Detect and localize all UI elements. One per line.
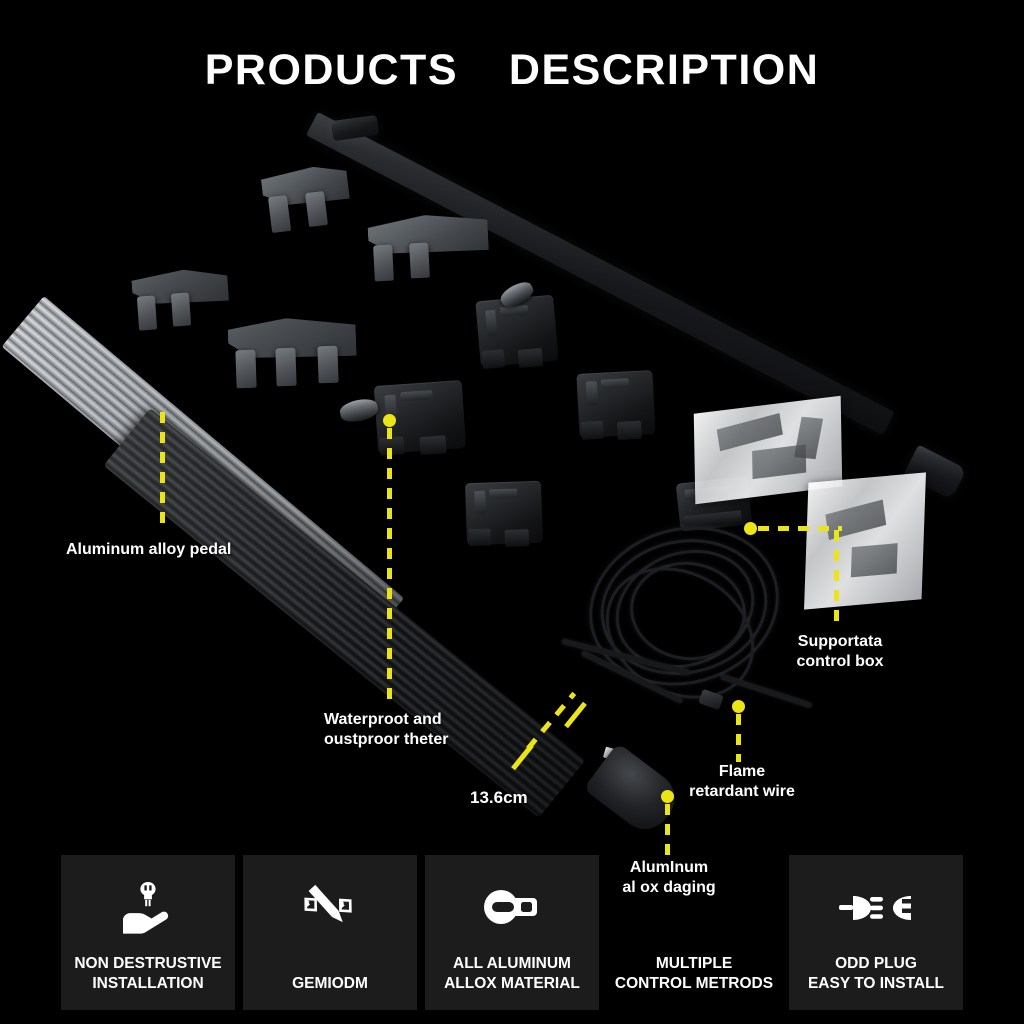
bracket-tab-8 bbox=[275, 347, 297, 387]
plug-socket-icon bbox=[837, 877, 915, 939]
callout-line-aluminum-oxidation bbox=[665, 804, 670, 856]
callout-line-waterproof-motor bbox=[387, 428, 392, 700]
bracket-tab-6 bbox=[409, 242, 430, 279]
feature-multiple-control-methods[interactable]: MULTIPLE CONTROL METRODS bbox=[607, 855, 781, 1010]
callout-line-flame-retardant-wire bbox=[736, 714, 741, 762]
running-board-part bbox=[103, 408, 586, 818]
feature-label: ODD PLUG EASY TO INSTALL bbox=[807, 954, 945, 992]
feature-odd-plug-easy-install[interactable]: ODD PLUG EASY TO INSTALL bbox=[789, 855, 963, 1010]
feature-non-destructive-installation[interactable]: NON DESTRUSTIVE INSTALLATION bbox=[61, 855, 235, 1010]
feature-label: ALL ALUMINUM ALLOX MATERIAL bbox=[444, 954, 580, 992]
bracket-tab-9 bbox=[317, 345, 339, 384]
callout-label-waterproof-motor: Waterproot and oustproor theter bbox=[324, 711, 449, 748]
callout-label-aluminum-oxidation: AlumInum al ox daging bbox=[622, 859, 716, 896]
callout-label-flame-retardant-wire: Flame retardant wire bbox=[689, 763, 795, 800]
feature-gemiodm[interactable]: GEMIODM bbox=[243, 855, 417, 1010]
bracket-tab-7 bbox=[235, 349, 257, 389]
bracket-tab-5 bbox=[373, 244, 394, 282]
bracket-tab-2 bbox=[304, 190, 329, 228]
feature-all-aluminum-material[interactable]: ALL ALUMINUM ALLOX MATERIAL bbox=[425, 855, 599, 1010]
motor-actuator-4 bbox=[464, 480, 544, 547]
hand-wrench-icon bbox=[117, 877, 179, 939]
dimension-value: 13.6cm bbox=[470, 788, 528, 807]
feature-strip: NON DESTRUSTIVE INSTALLATION bbox=[0, 855, 1024, 1015]
product-parts-photo bbox=[0, 100, 1024, 850]
support-rail-hook-end bbox=[330, 114, 380, 142]
callout-dot-aluminum-oxidation bbox=[661, 790, 674, 803]
callout-line-aluminum-alloy-pedal bbox=[160, 412, 165, 524]
callout-line-support-control-box-v bbox=[834, 530, 839, 622]
callout-dot-waterproof-motor bbox=[383, 414, 396, 427]
aluminum-ingot-icon bbox=[479, 877, 545, 939]
feature-label: MULTIPLE CONTROL METRODS bbox=[614, 954, 774, 992]
hardware-bag-2 bbox=[804, 472, 926, 610]
motor-actuator-3 bbox=[576, 370, 656, 440]
callout-label-support-control-box: Supportata control box bbox=[796, 633, 884, 670]
feature-label: GEMIODM bbox=[292, 974, 368, 992]
bracket-tab-4 bbox=[170, 292, 192, 327]
callout-label-aluminum-alloy-pedal: Aluminum alloy pedal bbox=[66, 541, 232, 558]
page-title: PRODUCTS DESCRIPTION bbox=[204, 46, 820, 94]
feature-label: NON DESTRUSTIVE INSTALLATION bbox=[74, 954, 222, 992]
pencil-ruler-icon bbox=[300, 877, 360, 939]
callout-dot-support-control-box bbox=[744, 522, 757, 535]
callout-dot-flame-retardant-wire bbox=[732, 700, 745, 713]
callout-line-support-control-box-h bbox=[758, 526, 842, 531]
motor-cylinder-2 bbox=[338, 396, 380, 425]
bracket-tab-3 bbox=[136, 295, 158, 331]
motor-actuator-1 bbox=[475, 294, 559, 370]
